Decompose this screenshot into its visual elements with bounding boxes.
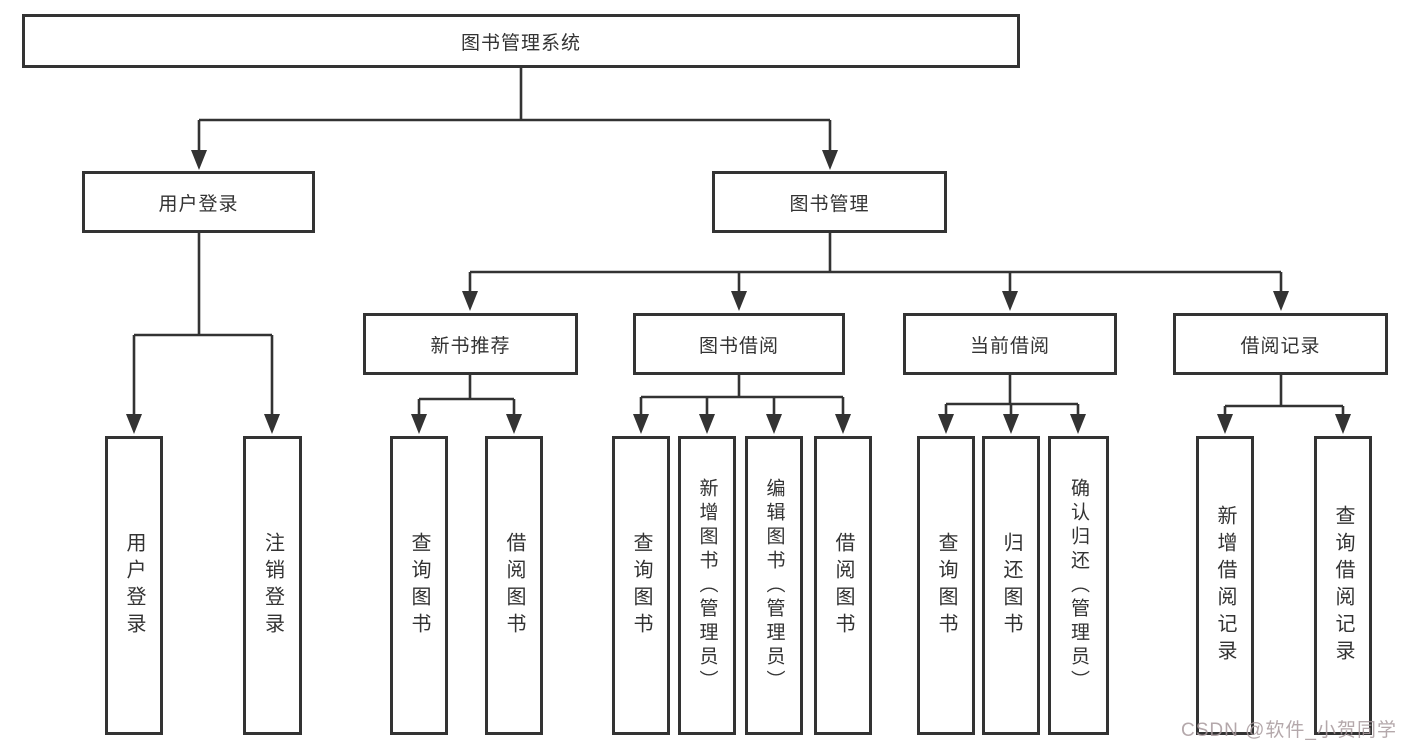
node-label: 查询借阅记录 bbox=[1332, 504, 1354, 667]
node-borrow-records: 借阅记录 bbox=[1173, 313, 1388, 375]
node-label: 查询图书 bbox=[935, 531, 957, 640]
node-label: 用户登录 bbox=[158, 193, 239, 215]
node-label: 借阅图书 bbox=[832, 531, 854, 640]
node-label: 借阅记录 bbox=[1240, 335, 1321, 357]
node-label: 当前借阅 bbox=[969, 335, 1050, 357]
node-label: 图书管理 bbox=[789, 193, 870, 215]
node-label: 新增借阅记录 bbox=[1214, 504, 1236, 667]
node-label: 用户登录 bbox=[123, 531, 145, 640]
leaf-user-login: 用户登录 bbox=[105, 436, 163, 735]
csdn-watermark: CSDN @软件_小贺同学 bbox=[1181, 720, 1397, 741]
node-label: 编辑图书（管理员） bbox=[763, 477, 785, 694]
leaf-query-books-3: 查询图书 bbox=[917, 436, 975, 735]
leaf-edit-books-admin: 编辑图书（管理员） bbox=[745, 436, 803, 735]
node-current-borrow: 当前借阅 bbox=[903, 313, 1117, 375]
leaf-add-borrow-record: 新增借阅记录 bbox=[1196, 436, 1254, 735]
node-label: 注销登录 bbox=[261, 531, 284, 640]
node-label: 查询图书 bbox=[408, 531, 430, 640]
leaf-logout: 注销登录 bbox=[243, 436, 302, 735]
node-label: 归还图书 bbox=[1000, 531, 1022, 640]
node-label: 借阅图书 bbox=[503, 531, 525, 640]
node-label: 图书借阅 bbox=[698, 335, 779, 357]
node-new-book-recommend: 新书推荐 bbox=[363, 313, 578, 375]
leaf-query-books-1: 查询图书 bbox=[390, 436, 448, 735]
node-book-management: 图书管理 bbox=[712, 171, 947, 233]
leaf-query-books-2: 查询图书 bbox=[612, 436, 670, 735]
node-label: 图书管理系统 bbox=[460, 32, 581, 54]
leaf-borrow-books-1: 借阅图书 bbox=[485, 436, 543, 735]
leaf-add-books-admin: 新增图书（管理员） bbox=[678, 436, 736, 735]
node-label: 新增图书（管理员） bbox=[696, 477, 718, 694]
node-library-management-system: 图书管理系统 bbox=[22, 14, 1020, 68]
leaf-borrow-books-2: 借阅图书 bbox=[814, 436, 872, 735]
node-label: 查询图书 bbox=[630, 531, 652, 640]
node-label: 确认归还（管理员） bbox=[1068, 477, 1089, 694]
node-user-login: 用户登录 bbox=[82, 171, 315, 233]
leaf-return-books: 归还图书 bbox=[982, 436, 1040, 735]
leaf-query-borrow-record: 查询借阅记录 bbox=[1314, 436, 1372, 735]
leaf-confirm-return-admin: 确认归还（管理员） bbox=[1048, 436, 1109, 735]
node-book-borrow: 图书借阅 bbox=[633, 313, 845, 375]
node-label: 新书推荐 bbox=[430, 335, 511, 357]
